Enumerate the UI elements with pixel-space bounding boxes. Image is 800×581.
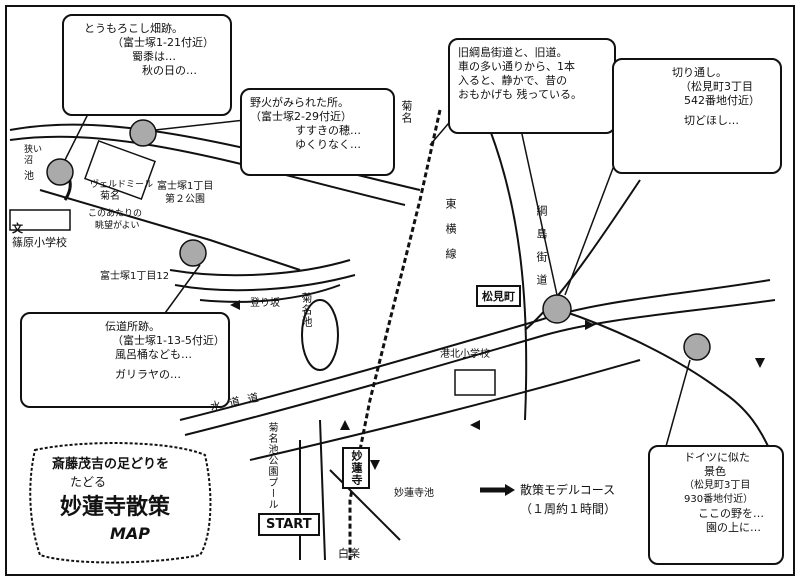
callout-german-line: 園の上に… [706,521,761,534]
map-frame [5,5,795,576]
label-hakuraku: 白楽 [338,547,360,560]
label-dai2: 第２公園 [165,194,205,205]
label-kikuna-small: 菊名 [100,191,120,202]
station-myorenji: 妙蓮寺 [342,447,370,489]
callout-cut-line: 542番地付近） [684,94,760,107]
label-toyoko: 東横線 [444,198,457,273]
callout-german-line: 景色 [704,465,726,478]
road-upper-left [39,189,301,271]
road-lower [249,359,641,461]
road-bottom [329,469,401,541]
label-kikunaike-park: 菊名池公園プール [266,422,277,510]
spot-house [179,239,207,267]
title-blob [29,442,212,564]
callout-road-line: 入ると、静かで、昔の [458,74,568,87]
road-suidou [179,279,771,421]
legend-label: 散策モデルコース [520,483,616,497]
callout-cut-line: 切どほし… [684,114,739,127]
callout-house-line: ガリラヤの… [115,368,181,381]
callout-road-line: おもかげも 残っている。 [458,88,582,101]
title-sub: MAP [110,524,151,543]
label-kikuna-top: 菊名 [400,100,413,124]
callout-cut-line: （松見町3丁目 [680,80,753,93]
callout-road-line: 車の多い通りから、1本 [458,60,575,73]
spot-corn [129,119,157,147]
label-noborizaka: 登り坂 [250,298,280,309]
label-konoatari: このあたりの [88,209,143,219]
label-kikuna-pond: 菊名池 [300,292,313,328]
pond-kikuna [301,299,339,371]
spot-cut [542,294,572,324]
buildings [9,139,496,396]
callout-corn-line: とうもろこし畑跡。 [84,22,183,35]
callout-fire-line: すすきの穂… [295,124,361,137]
route-arrows [230,300,765,470]
label-view: 眺望がよい [95,221,140,231]
road-diagonal [524,179,641,331]
callout-german: ドイツに似た 景色 （松見町3丁目 930番地付近） ここの野を… 園の上に… [648,445,784,565]
callout-corn: とうもろこし畑跡。 （富士塚1-21付近） 蜀黍は… 秋の日の… [62,14,232,116]
road-fujitsuka-b [174,274,356,292]
callout-road-line: 旧綱島街道と、旧道。 [458,46,568,59]
title-main: 妙蓮寺散策 [60,495,171,520]
callout-house: 伝道所跡。 （富士塚1-13-5付近） 風呂桶なども… ガリラヤの… [20,312,230,408]
spot-markers [46,119,711,361]
pointer-lines [64,109,691,451]
title-line2: たどる [70,475,107,489]
title-line1: 斎藤茂吉の足どりを [52,457,170,472]
start-marker: START [258,513,320,536]
callout-german-line: ここの野を… [698,507,764,520]
railway-toyoko [348,109,442,560]
callout-road: 旧綱島街道と、旧道。 車の多い通りから、1本 入ると、静かで、昔の おもかげも … [448,38,616,134]
label-kohoku: 港北小学校 [440,349,490,360]
label-matsumi: 松見町 [476,285,521,307]
road-noborizaka [199,284,341,303]
label-tsunashima: 綱島街道 [535,205,548,297]
callout-house-line: 伝道所跡。 [105,320,160,333]
road-fujitsuka [169,259,351,277]
spot-pond [46,158,74,186]
callout-fire-line: 野火がみられた所。 [250,96,349,109]
callout-fire-line: ゆくりなく… [295,138,361,151]
callout-corn-line: 秋の日の… [142,64,197,77]
callout-house-line: （富士塚1-13-5付近） [112,334,225,347]
label-myorenji-ike: 妙蓮寺池 [394,488,434,499]
label-fujitsuka-1: 富士塚1丁目 [157,181,214,192]
legend-arrow-head [505,484,515,496]
legend-duration: （１周約１時間） [520,502,617,516]
road-tsunashima [489,129,528,421]
road-north-b [9,135,406,206]
callout-german-line: ドイツに似た [684,451,750,464]
label-pond-small: 狭い沼 [24,145,43,166]
road-suidou-b [184,299,776,436]
callout-corn-line: （富士塚1-21付近） [112,36,214,49]
label-fujitsuka-12: 富士塚1丁目12 [100,271,170,282]
label-school: 篠原小学校 [12,236,67,249]
callout-fire: 野火がみられた所。 （富士塚2-29付近） すすきの穂… ゆくりなく… [240,88,395,176]
callout-cut-line: 切り通し。 [672,66,727,79]
label-bun: 文 [12,222,23,235]
callout-german-line: 930番地付近） [684,494,754,505]
callout-house-line: 風呂桶なども… [115,348,192,361]
road-bottom-c [319,419,326,561]
callout-fire-line: （富士塚2-29付近） [250,110,352,123]
callout-cut: 切り通し。 （松見町3丁目 542番地付近） 切どほし… [612,58,782,174]
label-ike: 池 [24,171,34,182]
road-diagonal-b [559,309,771,451]
callout-corn-line: 蜀黍は… [132,50,176,63]
callout-german-line: （松見町3丁目 [684,480,751,491]
label-villa: ヴェルドミール [90,180,154,190]
spot-german [683,333,711,361]
